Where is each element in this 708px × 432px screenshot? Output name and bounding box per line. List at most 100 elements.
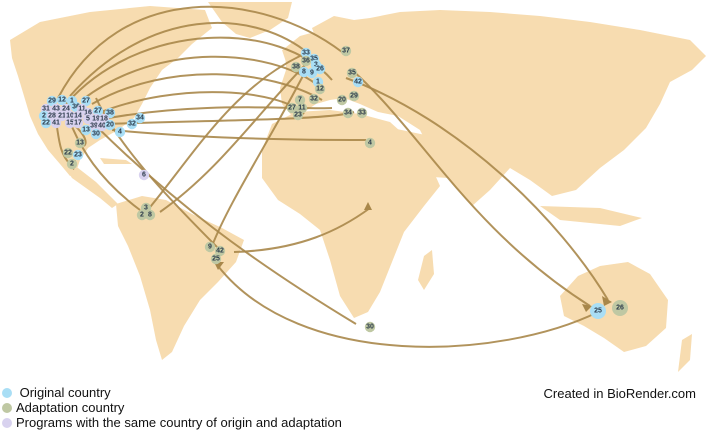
marker-label: 31 — [42, 106, 50, 113]
program-marker: 9 — [204, 241, 216, 253]
program-marker: 26 — [612, 300, 628, 316]
marker-label: 35 — [348, 70, 356, 77]
marker-label: 38 — [292, 64, 300, 71]
marker-label: 33 — [302, 50, 310, 57]
marker-dot — [138, 169, 150, 181]
marker-label: 23 — [74, 152, 82, 159]
marker-dot — [96, 120, 108, 132]
marker-dot — [336, 94, 348, 106]
program-marker: 42 — [214, 245, 226, 257]
program-marker: 8 — [144, 209, 156, 221]
marker-dot — [612, 300, 628, 316]
marker-dot — [204, 241, 216, 253]
program-marker: 29 — [46, 95, 58, 107]
program-marker: 25 — [210, 253, 222, 265]
marker-label: 2 — [70, 161, 74, 168]
marker-label: 22 — [64, 150, 72, 157]
marker-dot — [56, 110, 68, 122]
land-greenland — [208, 2, 292, 38]
program-marker: 27 — [286, 102, 298, 114]
marker-dot — [314, 63, 326, 75]
marker-label: 19 — [92, 116, 100, 123]
program-marker: 2 — [66, 158, 78, 170]
program-marker: 12 — [314, 83, 326, 95]
marker-label: 25 — [212, 256, 220, 263]
marker-dot — [290, 61, 302, 73]
marker-dot — [300, 55, 312, 67]
marker-dot — [50, 117, 62, 129]
route-line — [97, 106, 333, 121]
program-marker: 21 — [56, 110, 68, 122]
legend-label-adaptation: Adaptation country — [16, 400, 125, 415]
marker-label: 34 — [344, 110, 352, 117]
marker-dot — [298, 66, 310, 78]
marker-dot — [308, 93, 320, 105]
program-marker: 35 — [346, 67, 358, 79]
marker-dot — [66, 158, 78, 170]
marker-dot — [292, 109, 304, 121]
legend-swatch-adaptation — [2, 402, 12, 413]
program-marker: 32 — [308, 93, 320, 105]
marker-label: 17 — [74, 120, 82, 127]
program-marker: 20 — [336, 94, 348, 106]
legend-swatch-same — [2, 417, 12, 428]
marker-label: 21 — [58, 113, 66, 120]
program-marker: 39 — [88, 120, 100, 132]
land-eurasia — [280, 10, 706, 206]
marker-label: 13 — [82, 127, 90, 134]
program-marker: 41 — [50, 117, 62, 129]
marker-label: 36 — [302, 58, 310, 65]
marker-label: 27 — [82, 98, 90, 105]
marker-label: 29 — [350, 93, 358, 100]
marker-label: 13 — [76, 140, 84, 147]
marker-label: 41 — [52, 120, 60, 127]
marker-dot — [56, 94, 68, 106]
legend: Original country Adaptation country Prog… — [2, 385, 342, 430]
marker-dot — [306, 67, 318, 79]
marker-dot — [82, 113, 94, 125]
marker-label: 27 — [288, 105, 296, 112]
program-marker: 42 — [352, 76, 364, 88]
marker-label: 3 — [144, 205, 148, 212]
program-marker: 34 — [342, 107, 354, 119]
program-marker: 36 — [300, 55, 312, 67]
marker-dot — [300, 47, 312, 59]
land-japan — [636, 84, 652, 126]
marker-label: 36 — [72, 104, 80, 111]
marker-dot — [62, 147, 74, 159]
marker-dot — [136, 209, 148, 221]
marker-label: 23 — [294, 112, 302, 119]
marker-label: 20 — [338, 97, 346, 104]
land-indonesia — [540, 206, 642, 226]
legend-item-adaptation: Adaptation country — [2, 400, 342, 415]
marker-label: 2 — [140, 212, 144, 219]
arrowhead — [602, 296, 612, 306]
marker-label: 1 — [316, 79, 320, 86]
marker-label: 9 — [310, 70, 314, 77]
marker-dot — [348, 90, 360, 102]
program-marker: 26 — [314, 63, 326, 75]
marker-label: 32 — [310, 96, 318, 103]
marker-label: 27 — [94, 108, 102, 115]
route-line — [345, 77, 609, 301]
marker-label: 4 — [118, 129, 122, 136]
marker-label: 4 — [368, 140, 372, 147]
marker-dot — [46, 95, 58, 107]
marker-label: 32 — [128, 121, 136, 128]
marker-label: 2 — [42, 113, 46, 120]
marker-label: 42 — [354, 79, 362, 86]
program-marker: 33 — [300, 47, 312, 59]
marker-label: 18 — [100, 116, 108, 123]
land-new-zealand — [678, 334, 692, 372]
marker-label: 11 — [78, 106, 86, 113]
legend-item-original: Original country — [2, 385, 342, 400]
marker-dot — [294, 94, 306, 106]
marker-label: 7 — [298, 97, 302, 104]
marker-label: 12 — [316, 86, 324, 93]
route-line — [145, 55, 301, 213]
marker-dot — [114, 126, 126, 138]
marker-label: 16 — [84, 110, 92, 117]
program-marker: 37 — [340, 45, 352, 57]
route-line — [89, 119, 357, 325]
